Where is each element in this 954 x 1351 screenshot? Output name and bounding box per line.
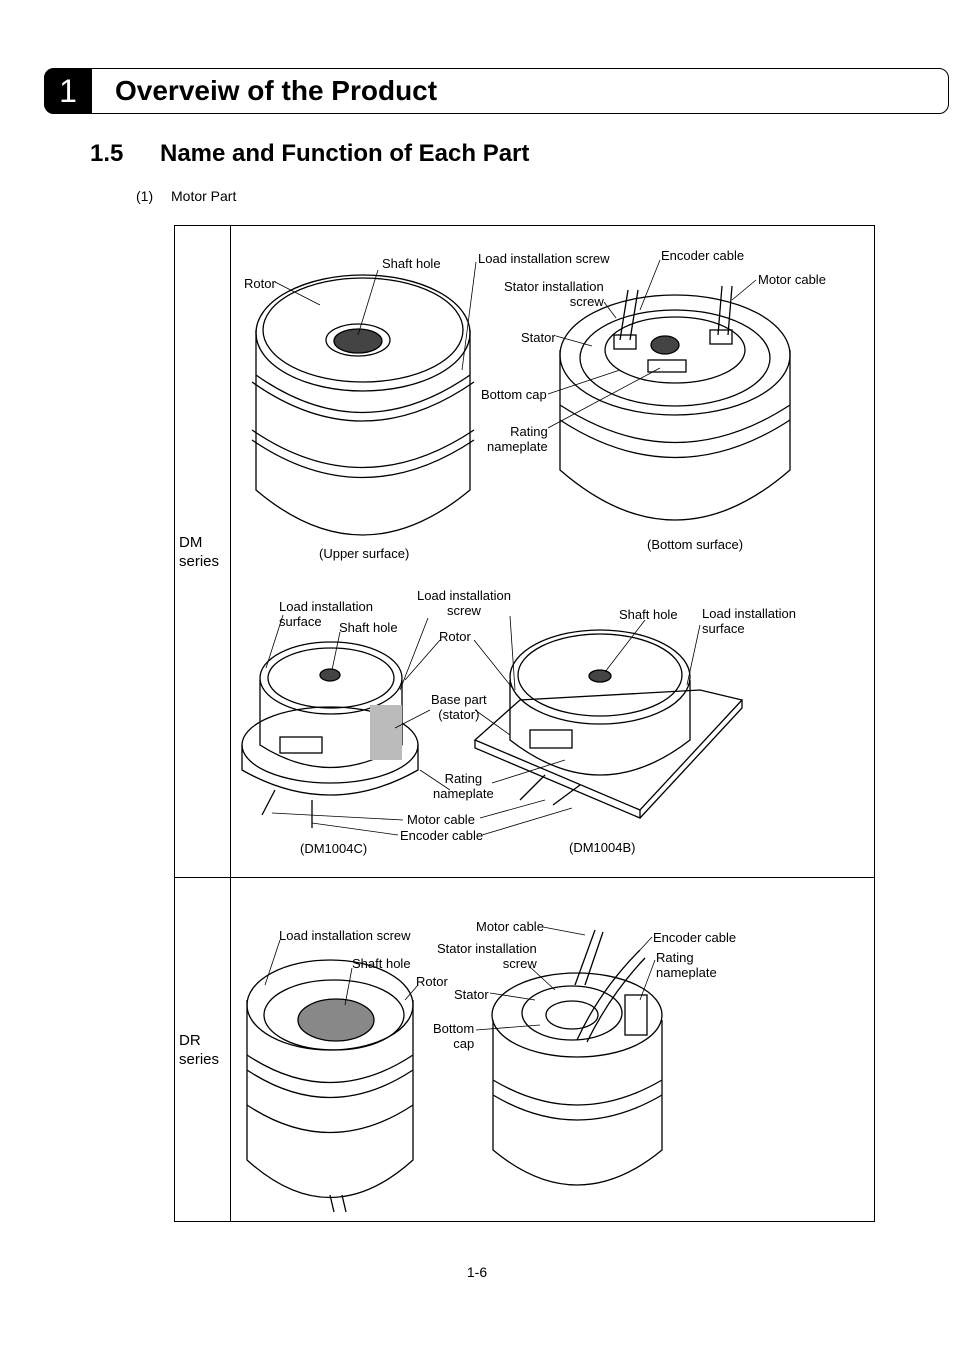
table-row-divider (174, 877, 875, 878)
dm1004c-rotor-label: Rotor (439, 629, 471, 644)
dm1004c-base-label: Base part (stator) (431, 692, 487, 722)
dm-bottom-motor-cable-label: Motor cable (758, 272, 826, 287)
section-number: 1.5 (90, 140, 124, 167)
dm1004c-encoder-cable-label: Encoder cable (400, 828, 484, 843)
dm-bottom-stator-screw-label: Stator installation screw (504, 279, 604, 309)
section-title: Name and Function of Each Part (160, 140, 530, 167)
subsection-title: Motor Part (171, 188, 237, 204)
dm1004b-drawing (473, 629, 744, 819)
dr-right-stator-label: Stator (454, 987, 489, 1002)
dm1004b-shaft-hole-label: Shaft hole (619, 607, 678, 622)
dm1004b-caption: (DM1004B) (569, 840, 636, 855)
dm1004c-rating-label: Rating nameplate (433, 771, 494, 801)
dr-series-label: DR series (179, 1032, 220, 1068)
dr-right-motor-cable-label: Motor cable (476, 919, 544, 934)
dm1004c-motor-cable-label: Motor cable (407, 812, 475, 827)
dr-left-drawing (246, 959, 414, 1213)
dm-upper-surface-drawing (251, 274, 475, 536)
dr-right-encoder-cable-label: Encoder cable (653, 930, 737, 945)
dm-series-label: DM series (179, 534, 220, 570)
dm1004c-drawing (241, 641, 419, 828)
dr-right-stator-screw-label: Stator installation screw (437, 941, 537, 971)
dm-upper-rotor-label: Rotor (244, 276, 276, 291)
page-number: 1-6 (466, 1264, 488, 1280)
leader-lines (264, 259, 757, 1031)
dm-upper-load-screw-label: Load installation screw (478, 251, 610, 266)
dr-left-shaft-hole-label: Shaft hole (352, 956, 411, 971)
parts-table (174, 225, 875, 1222)
dr-right-rating-label: Rating nameplate (656, 950, 717, 980)
dr-left-load-screw-label: Load installation screw (279, 928, 411, 943)
table-column-divider (230, 225, 231, 1222)
subsection-number: (1) (136, 188, 154, 204)
dm1004c-caption: (DM1004C) (300, 841, 368, 856)
chapter-title: Overveiw of the Product (115, 75, 438, 106)
dr-right-drawing (491, 929, 663, 1186)
dm-bottom-stator-label: Stator (521, 330, 556, 345)
dm-upper-shaft-hole-label: Shaft hole (382, 256, 441, 271)
dm1004c-load-screw-label: Load installation screw (417, 588, 511, 618)
dm-bottom-encoder-cable-label: Encoder cable (661, 248, 745, 263)
dm-bottom-caption: (Bottom surface) (647, 537, 744, 552)
dm1004c-load-surface-label: Load installation surface (279, 599, 373, 629)
dm-upper-caption: (Upper surface) (319, 546, 410, 561)
chapter-number: 1 (44, 68, 92, 114)
dm-bottom-bottom-cap-label: Bottom cap (481, 387, 547, 402)
dm1004c-shaft-hole-label: Shaft hole (339, 620, 398, 635)
dr-left-rotor-label: Rotor (416, 974, 448, 989)
dm1004b-load-surface-label: Load installation surface (702, 606, 796, 636)
dm-bottom-surface-drawing (559, 285, 791, 521)
dr-right-bottom-cap-label: Bottom cap (433, 1021, 475, 1051)
dm-bottom-rating-label: Rating nameplate (487, 424, 548, 454)
